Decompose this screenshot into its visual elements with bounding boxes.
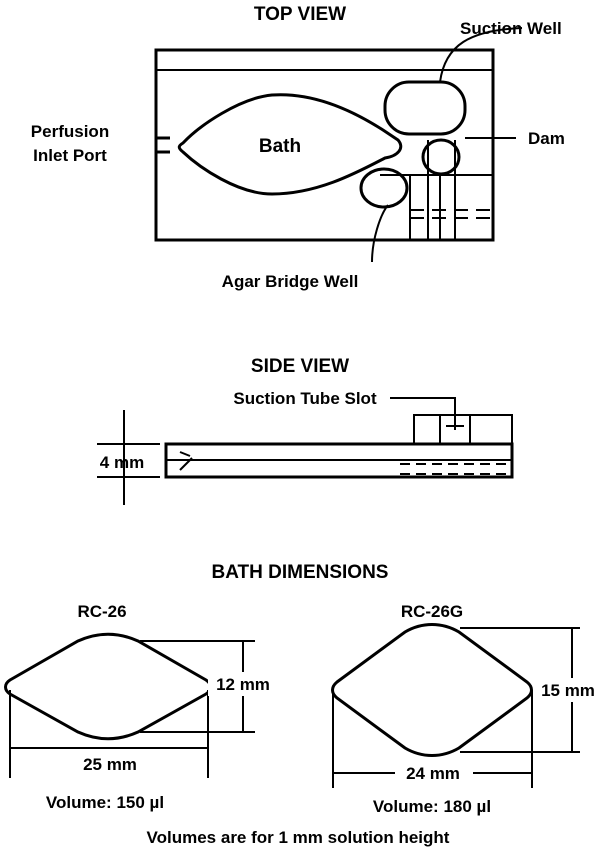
top-view-title: TOP VIEW	[254, 4, 346, 25]
rc26g-width: 24 mm	[406, 764, 460, 783]
volume-footnote: Volumes are for 1 mm solution height	[147, 828, 450, 847]
bath-shape	[177, 93, 403, 196]
top-view: TOP VIEW Bath Suction Well Perfusion Inl…	[31, 4, 565, 291]
bath-label: Bath	[259, 136, 301, 157]
dam-label: Dam	[528, 129, 565, 148]
rc26g-drawing: RC-26G 24 mm 15 mm Volume: 180 µl	[331, 602, 600, 816]
chamber-outline	[154, 48, 495, 242]
bath-dimensions: BATH DIMENSIONS RC-26 25 mm 12 mm Volume…	[4, 562, 600, 847]
agar-bridge-well-shape	[359, 167, 409, 209]
side-view: SIDE VIEW Suction Tube Slot 4 mm	[97, 356, 514, 505]
suction-tube-slot-label: Suction Tube Slot	[233, 389, 377, 408]
agar-bridge-well-label: Agar Bridge Well	[222, 272, 359, 291]
suction-well-label: Suction Well	[460, 19, 562, 38]
rc26-volume: Volume: 150 µl	[46, 793, 164, 812]
rc26-width: 25 mm	[83, 755, 137, 774]
perfusion-label-line1: Perfusion	[31, 122, 109, 141]
dam-shape	[421, 138, 461, 176]
rc26-bath-shape	[4, 632, 212, 741]
rc26-height: 12 mm	[216, 675, 270, 694]
rc26-drawing: RC-26 25 mm 12 mm Volume: 150 µl	[4, 602, 278, 812]
rc26g-height: 15 mm	[541, 681, 595, 700]
thickness-label: 4 mm	[100, 453, 144, 472]
suction-well-shape	[383, 80, 467, 136]
side-view-title: SIDE VIEW	[251, 356, 349, 377]
perfusion-label-line2: Inlet Port	[33, 146, 107, 165]
bath-dimensions-title: BATH DIMENSIONS	[212, 562, 389, 583]
rc26g-volume: Volume: 180 µl	[373, 797, 491, 816]
rc26-name: RC-26	[77, 602, 126, 621]
rc26g-bath-shape	[331, 623, 533, 757]
rc26g-name: RC-26G	[401, 602, 463, 621]
